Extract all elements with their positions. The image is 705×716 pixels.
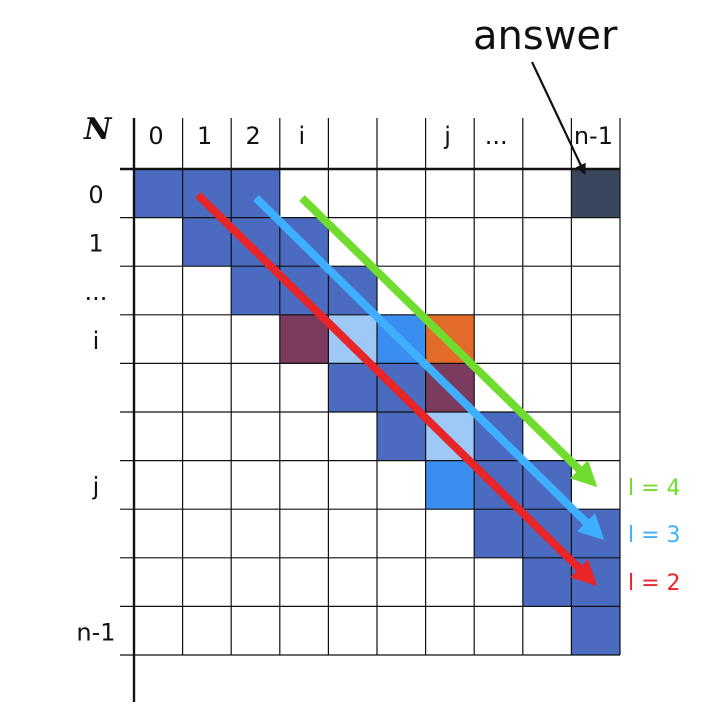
level-3-label: l = 3 — [628, 523, 681, 548]
level-2-arrow — [195, 192, 598, 587]
cell-r3-c3 — [279, 314, 329, 364]
row-label: 0 — [88, 181, 103, 209]
answer-pointer-arrow — [531, 61, 586, 175]
row-label: 1 — [88, 230, 103, 258]
column-label: n-1 — [574, 122, 613, 150]
level-3-arrow — [253, 195, 605, 541]
column-label: j — [443, 122, 451, 150]
column-label: 1 — [197, 122, 212, 150]
table-grid — [120, 118, 621, 702]
row-labels: 0 1... i j n-1 — [76, 181, 115, 646]
cell-r4-c4 — [328, 363, 377, 412]
column-label: 0 — [148, 122, 163, 150]
column-label: 2 — [246, 122, 261, 150]
answer-label: answer — [473, 13, 618, 59]
column-labels: 0 1 2 i j... n-1 — [148, 122, 613, 150]
cell-r4-c5 — [377, 363, 426, 412]
cell-r1-c1 — [182, 217, 232, 267]
level-4-arrow — [299, 195, 598, 488]
cell-r7-c7 — [474, 509, 523, 558]
level-4-label: l = 4 — [628, 476, 681, 501]
row-label: ... — [85, 278, 108, 306]
cell-r3-c4 — [328, 314, 377, 364]
cell-r9-c9 — [571, 606, 620, 655]
cell-r2-c2 — [231, 266, 280, 315]
row-label: j — [92, 473, 100, 501]
cell-r0-c1 — [182, 169, 232, 218]
column-label: i — [298, 122, 305, 150]
cell-r0-c9 — [571, 169, 620, 218]
cell-r0-c0 — [134, 169, 183, 218]
cell-r2-c3 — [279, 266, 329, 315]
row-axis-label: N — [83, 112, 113, 147]
cell-r5-c5 — [377, 412, 426, 461]
cell-r8-c8 — [522, 557, 572, 607]
row-label: n-1 — [76, 618, 115, 646]
level-2-label: l = 2 — [628, 571, 681, 596]
cell-r1-c2 — [231, 217, 280, 267]
column-label: ... — [485, 122, 508, 150]
cell-r6-c6 — [425, 460, 475, 510]
row-label: i — [93, 327, 100, 355]
